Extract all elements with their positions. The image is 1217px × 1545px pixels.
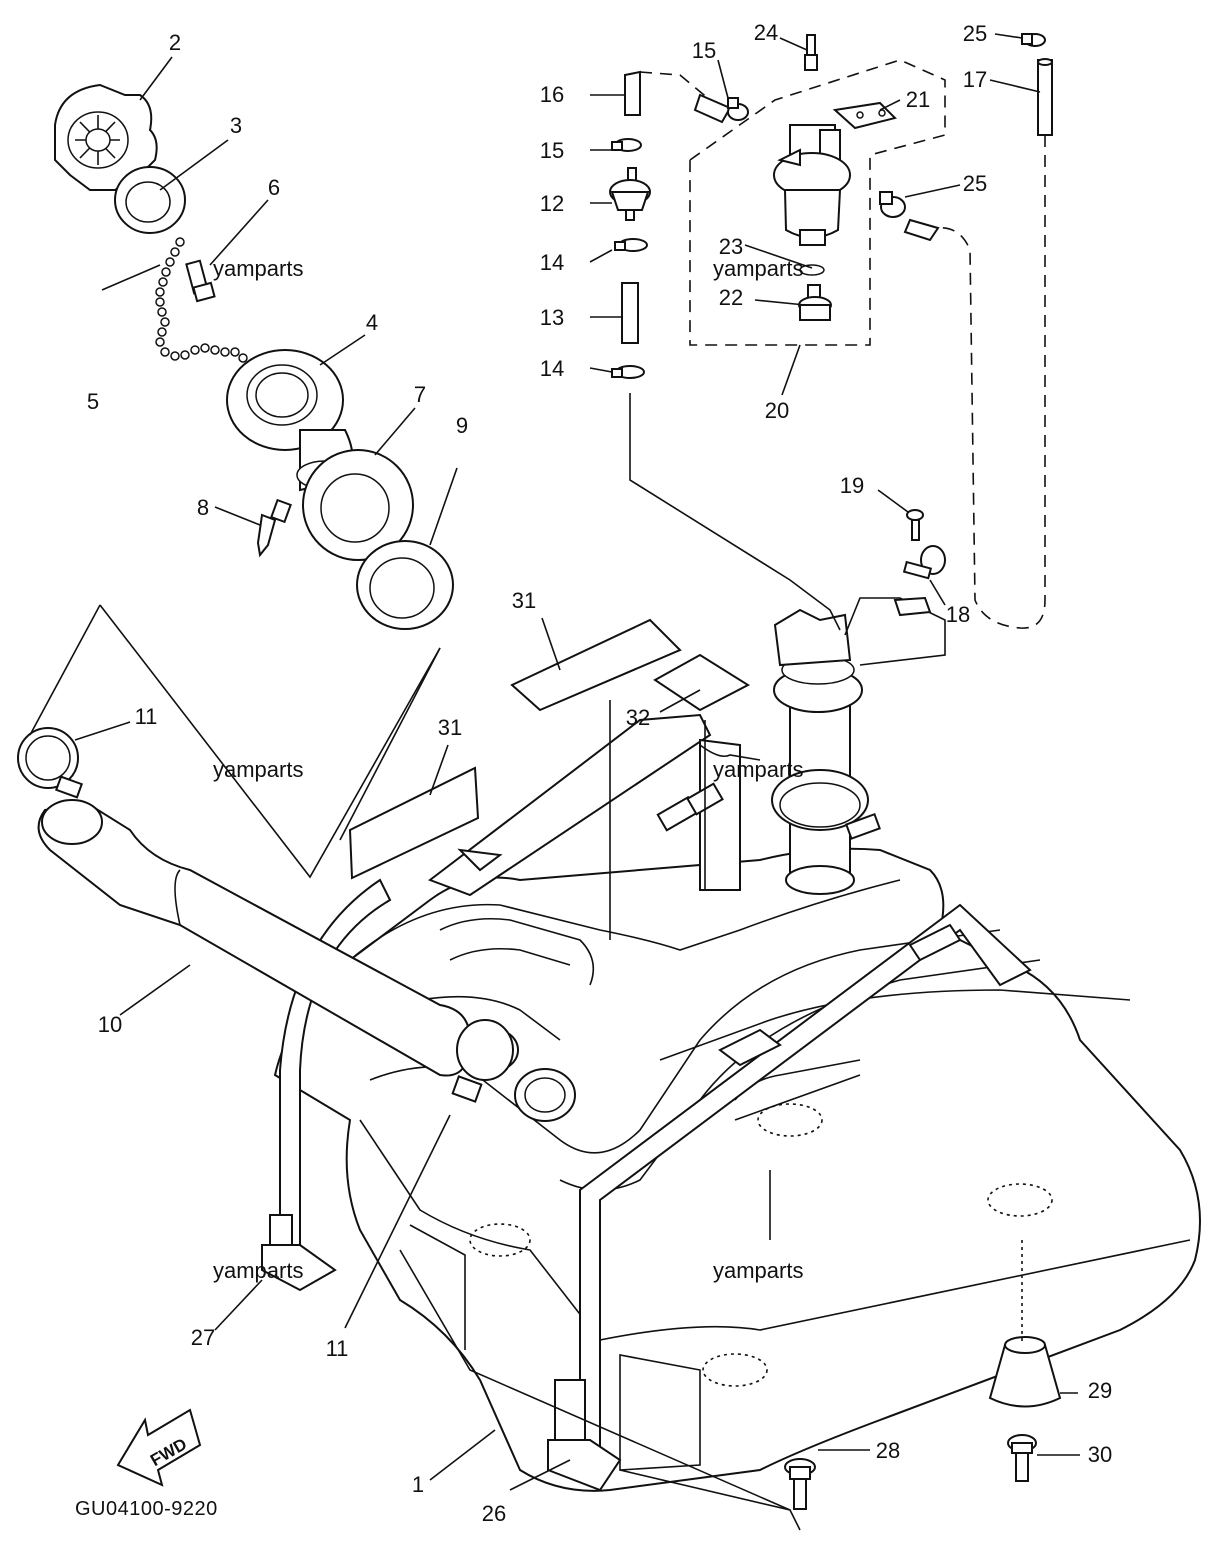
leader-lines	[29, 33, 1080, 1531]
callout-15-top: 15	[692, 38, 716, 63]
callout-1: 1	[412, 1472, 424, 1497]
cap-chain	[155, 237, 253, 373]
callout-11-lower: 11	[326, 1336, 349, 1361]
callout-11-upper: 11	[135, 704, 158, 729]
callout-12: 12	[540, 191, 564, 216]
callout-2: 2	[169, 30, 181, 55]
callout-17: 17	[963, 67, 987, 92]
fuel-sender-unit	[771, 596, 946, 895]
clip-18	[902, 545, 946, 580]
clip-15	[611, 97, 749, 152]
callout-30: 30	[1088, 1442, 1112, 1467]
callout-4: 4	[366, 310, 378, 335]
vent-hose-17	[903, 58, 1053, 629]
callout-27: 27	[191, 1325, 215, 1350]
fuel-tank	[273, 847, 1201, 1492]
hose-clamp-11-lower	[451, 1019, 514, 1103]
rivet-8	[256, 498, 292, 558]
label-sticker-31-left	[348, 766, 480, 880]
watermarks: yamparts yamparts yamparts yamparts yamp…	[213, 256, 803, 1283]
callout-28: 28	[876, 1438, 900, 1463]
watermark-text: yamparts	[213, 1258, 303, 1283]
callout-14-upper: 14	[540, 250, 564, 275]
callout-14-lower: 14	[540, 356, 564, 381]
callout-21: 21	[906, 87, 930, 112]
callout-18: 18	[946, 602, 970, 627]
forward-direction-arrow: FWD	[116, 1408, 202, 1487]
callout-25-right: 25	[963, 171, 987, 196]
hose-clamp-11	[17, 727, 84, 799]
callout-6: 6	[268, 175, 280, 200]
callout-20: 20	[765, 398, 789, 423]
callout-7: 7	[414, 382, 426, 407]
rivet-24	[804, 34, 818, 71]
callout-31-left: 31	[438, 715, 462, 740]
screw-6	[185, 259, 216, 303]
callout-9: 9	[456, 413, 468, 438]
fuel-hose-13	[621, 282, 841, 631]
callout-31-top: 31	[512, 588, 536, 613]
watermark-text: yamparts	[713, 256, 803, 281]
callout-3: 3	[230, 113, 242, 138]
callout-8: 8	[197, 495, 209, 520]
fuel-filter-assembly-20	[689, 59, 946, 346]
callout-26: 26	[482, 1501, 506, 1526]
callout-5: 5	[87, 389, 99, 414]
callout-10: 10	[98, 1012, 122, 1037]
inline-filter-12	[609, 167, 651, 221]
gasket-7	[302, 449, 414, 561]
label-sticker-32	[653, 653, 751, 712]
filler-cap	[54, 83, 158, 191]
callout-16: 16	[540, 82, 564, 107]
callout-25-top: 25	[963, 21, 987, 46]
callout-19: 19	[840, 473, 864, 498]
bolt-30	[1007, 1434, 1037, 1482]
callout-22: 22	[719, 285, 743, 310]
callout-32: 32	[626, 705, 650, 730]
callout-23: 23	[719, 234, 743, 259]
callout-24: 24	[754, 20, 778, 45]
callout-29: 29	[1088, 1378, 1112, 1403]
watermark-text: yamparts	[213, 256, 303, 281]
watermark-text: yamparts	[713, 757, 803, 782]
clip-14	[611, 238, 648, 379]
watermark-text: yamparts	[713, 1258, 803, 1283]
label-sticker-31-top	[510, 618, 682, 712]
callout-13: 13	[540, 305, 564, 330]
cap-gasket	[114, 166, 186, 234]
clamp-25	[879, 33, 1046, 218]
drain-screw-22	[798, 284, 832, 321]
damper-29	[988, 1336, 1062, 1408]
callout-15-left: 15	[540, 138, 564, 163]
fuel-hose-16	[624, 70, 732, 124]
watermark-text: yamparts	[213, 757, 303, 782]
o-ring-23	[799, 264, 825, 276]
diagram-code: GU04100-9220	[75, 1498, 218, 1520]
bolt-28	[784, 1458, 816, 1510]
ring-9	[356, 540, 454, 630]
screw-19	[906, 509, 924, 541]
callout-numbers: 1 2 3 4 5 6 7 8 9 10 11 11 12 13 14 14 1…	[87, 20, 1112, 1526]
